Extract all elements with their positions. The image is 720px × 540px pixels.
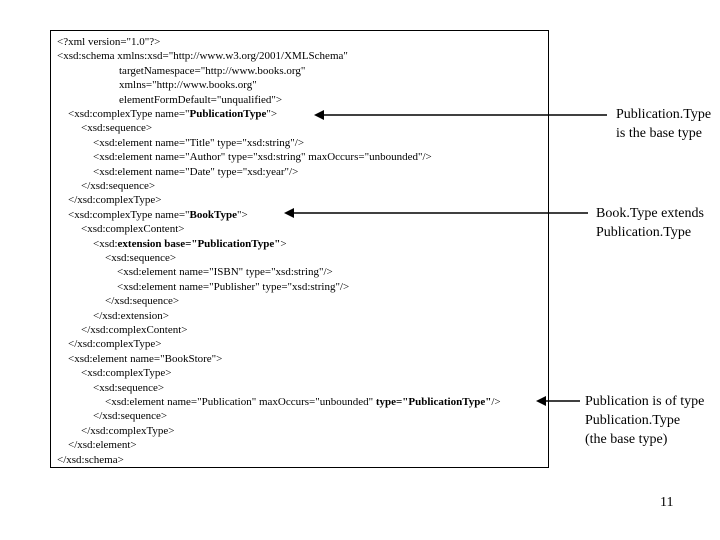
code-highlight: BookType [189,208,237,221]
code-text: <xsd:sequence> [81,122,153,135]
page-number: 11 [660,495,674,510]
annotation-line: Publication is of type [585,394,705,409]
code-text: <xsd:element name="BookStore"> [68,352,223,365]
code-line: <xsd:complexContent> [81,222,184,236]
schema-code-box: <?xml version="1.0"?> <xsd:schema xmlns:x… [50,30,549,468]
code-text: /> [491,396,501,408]
code-line: </xsd:complexType> [81,424,175,438]
code-text: </xsd:extension> [93,309,169,322]
code-line: <xsd:element name="Title" type="xsd:stri… [93,136,304,150]
code-text: <?xml version="1.0"?> [57,36,161,48]
code-line: </xsd:complexType> [68,337,162,351]
code-line: <xsd:element name="Author" type="xsd:str… [93,150,432,164]
code-text: </xsd:schema> [57,453,124,466]
code-text: xmlns="http://www.books.org" [119,79,257,92]
code-highlight: type="PublicationType" [375,396,492,408]
code-text: <xsd:element name="Title" type="xsd:stri… [93,136,305,149]
code-text: </xsd:sequence> [105,295,180,308]
code-text: </xsd:sequence> [93,410,168,423]
annotation-line: is the base type [616,126,702,141]
arrow-publication-element [536,396,580,406]
code-line: <xsd:complexType name="BookType"> [68,208,248,222]
code-text: </xsd:sequence> [81,180,156,192]
annotation-line: Publication.Type [596,225,692,240]
code-line: </xsd:schema> [57,453,124,467]
code-line: <xsd:extension base="PublicationType"> [93,237,287,251]
code-text: <xsd:element name="Publisher" type="xsd:… [117,280,350,293]
code-line: elementFormDefault="unqualified"> [119,93,282,107]
code-line: </xsd:element> [68,438,137,452]
code-text: <xsd:sequence> [93,381,165,394]
code-text: <xsd:element name="Publication" maxOccur… [105,396,376,408]
annotation-line: Book.Type extends [596,206,704,221]
annotation-publication-element: Publication is of type Publication.Type … [585,392,704,449]
code-line: <xsd:element name="Publication" maxOccur… [105,395,501,409]
code-text: <xsd:complexType> [81,367,172,380]
arrow-book-type [284,208,588,218]
code-text: <xsd:complexType name=" [68,208,190,221]
code-line: </xsd:extension> [93,309,169,323]
code-line: <xsd:complexType name="PublicationType"> [68,107,277,121]
annotation-publication-type: Publication.Type is the base type [616,105,711,143]
code-text: "> [237,208,248,221]
annotation-line: Publication.Type [616,107,712,122]
code-line: <xsd:element name="Publisher" type="xsd:… [117,280,349,294]
code-line: </xsd:sequence> [93,409,167,423]
code-text: </xsd:complexType> [81,424,175,437]
code-text: <xsd: [93,237,118,250]
code-line: targetNamespace="http://www.books.org" [119,64,305,78]
arrow-publication-type [314,110,607,120]
code-text: </xsd:complexType> [68,338,162,351]
code-line: <xsd:sequence> [81,121,152,135]
code-line: </xsd:sequence> [105,294,179,308]
code-line: <xsd:sequence> [105,251,176,265]
code-line: <xsd:element name="Date" type="xsd:year"… [93,165,298,179]
code-text: targetNamespace="http://www.books.org" [119,64,306,77]
code-line: <?xml version="1.0"?> [57,35,160,49]
code-text: <xsd:complexContent> [81,223,185,236]
code-text: <xsd:element name="Date" type="xsd:year"… [93,165,299,178]
code-text: > [280,237,287,250]
code-text: </xsd:complexContent> [81,324,188,336]
code-line: <xsd:sequence> [93,381,164,395]
code-text: <xsd:element name="ISBN" type="xsd:strin… [117,266,333,279]
code-line: xmlns="http://www.books.org" [119,78,257,92]
code-text: <xsd:schema xmlns:xsd="http://www.w3.org… [57,50,348,63]
code-line: </xsd:complexType> [68,193,162,207]
code-text: <xsd:complexType name=" [68,108,190,120]
code-line: </xsd:complexContent> [81,323,188,337]
code-text: <xsd:element name="Author" type="xsd:str… [93,151,432,164]
annotation-line: Publication.Type [585,413,681,428]
code-line: <xsd:element name="BookStore"> [68,352,222,366]
code-highlight: extension base="PublicationType" [117,237,281,250]
code-text: <xsd:sequence> [105,252,177,264]
annotation-book-type: Book.Type extends Publication.Type [596,204,704,242]
code-text: </xsd:complexType> [68,194,162,207]
code-line: </xsd:sequence> [81,179,155,193]
code-text: </xsd:element> [68,439,137,452]
code-line: <xsd:schema xmlns:xsd="http://www.w3.org… [57,49,348,63]
code-text: elementFormDefault="unqualified"> [119,93,283,106]
code-line: <xsd:element name="ISBN" type="xsd:strin… [117,265,333,279]
annotation-line: (the base type) [585,432,668,447]
code-line: <xsd:complexType> [81,366,171,380]
code-highlight: PublicationType [189,108,267,120]
code-text: "> [266,108,278,120]
